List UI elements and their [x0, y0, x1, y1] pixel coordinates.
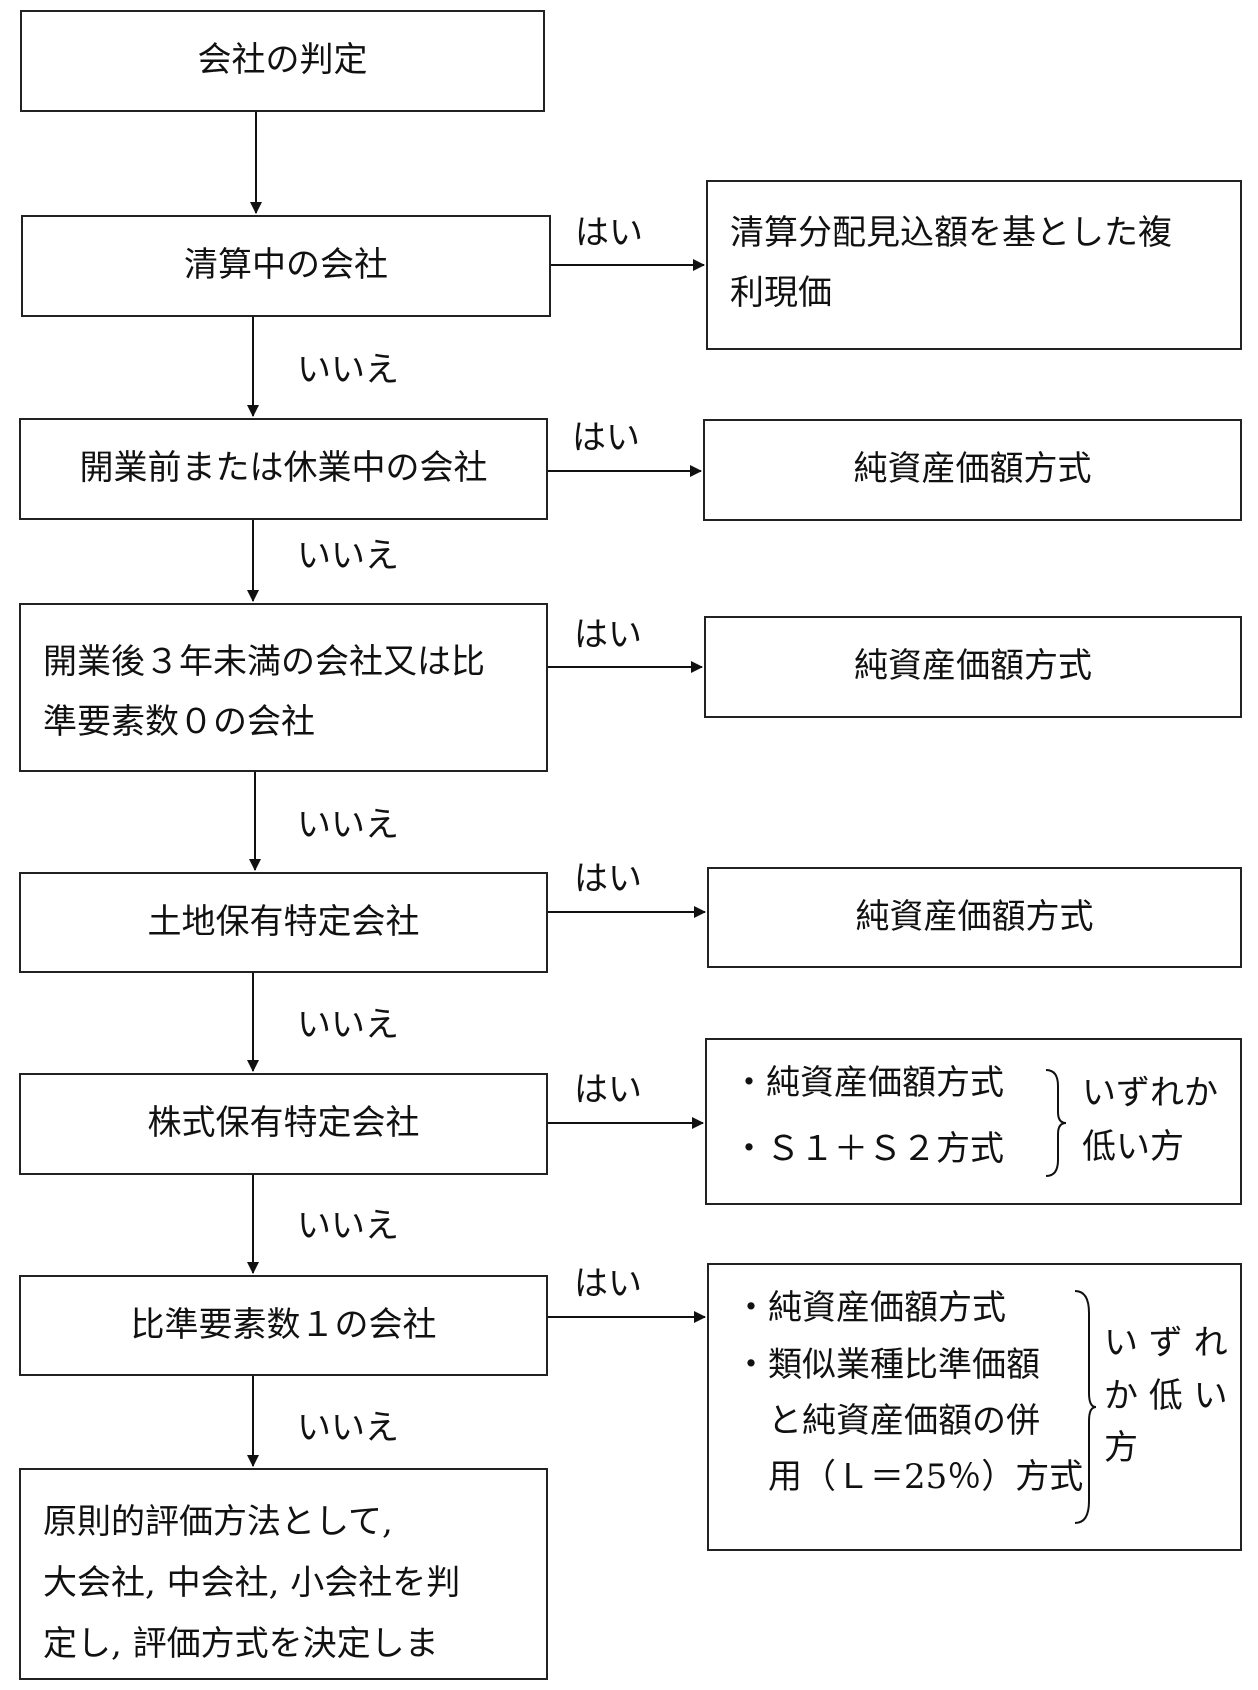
result-text: 純資産価額方式: [854, 646, 1092, 687]
step-text: 原則的評価方法として, 大会社, 中会社, 小会社を判 定し, 評価方式を決定し…: [43, 1502, 461, 1665]
result-text: 清算分配見込額を基とした複 利現価: [730, 213, 1172, 313]
step-text: 株式保有特定会社: [147, 1103, 420, 1144]
step-text: 比準要素数１の会社: [130, 1304, 437, 1345]
result-box-one-comparison-element: ・純資産価額方式 ・類似業種比準価額 と純資産価額の併 用（Ｌ＝25％）方式 い…: [707, 1263, 1242, 1551]
result-item: ・純資産価額方式: [732, 1063, 1004, 1103]
step-box-pre-opening-or-suspended: 開業前または休業中の会社: [19, 418, 548, 520]
step-box-company-determination: 会社の判定: [20, 10, 545, 112]
result-text: 純資産価額方式: [853, 449, 1092, 490]
result-note: い ず れ か 低 い 方: [1104, 1323, 1228, 1469]
step-box-land-holding: 土地保有特定会社: [19, 872, 548, 973]
no-label: いいえ: [297, 805, 399, 845]
right-brace-icon: [1074, 1290, 1097, 1524]
result-box-liquidation: 清算分配見込額を基とした複 利現価: [706, 180, 1242, 350]
result-note: いずれか 低い方: [1082, 1073, 1218, 1168]
no-label: いいえ: [297, 536, 399, 576]
right-brace-icon: [1045, 1069, 1067, 1177]
step-box-stock-holding: 株式保有特定会社: [19, 1073, 548, 1175]
yes-label: はい: [575, 213, 643, 253]
step-text: 開業前または休業中の会社: [79, 448, 488, 489]
result-item: ・純資産価額方式: [734, 1288, 1006, 1328]
yes-label: はい: [574, 859, 642, 899]
yes-label: はい: [574, 615, 642, 655]
step-text: 清算中の会社: [184, 245, 388, 286]
result-box-under-three-years: 純資産価額方式: [704, 616, 1242, 718]
result-box-land-holding: 純資産価額方式: [707, 867, 1242, 968]
result-box-pre-opening: 純資産価額方式: [703, 419, 1242, 521]
no-label: いいえ: [297, 1206, 399, 1246]
result-text: 純資産価額方式: [855, 896, 1094, 937]
no-label: いいえ: [297, 350, 399, 390]
step-box-under-three-years: 開業後３年未満の会社又は比 準要素数０の会社: [19, 603, 548, 772]
yes-label: はい: [572, 418, 640, 458]
step-box-one-comparison-element: 比準要素数１の会社: [19, 1275, 548, 1376]
result-box-stock-holding: ・純資産価額方式 ・Ｓ１＋Ｓ２方式 いずれか 低い方: [705, 1038, 1242, 1205]
yes-label: はい: [574, 1264, 642, 1304]
no-label: いいえ: [297, 1408, 399, 1448]
step-text: 開業後３年未満の会社又は比 準要素数０の会社: [43, 642, 485, 742]
step-text: 会社の判定: [197, 40, 368, 81]
result-item: ・Ｓ１＋Ｓ２方式: [732, 1129, 1004, 1169]
no-label: いいえ: [297, 1005, 399, 1045]
step-text: 土地保有特定会社: [147, 901, 420, 942]
yes-label: はい: [574, 1070, 642, 1110]
step-box-principle-evaluation: 原則的評価方法として, 大会社, 中会社, 小会社を判 定し, 評価方式を決定し…: [19, 1468, 548, 1680]
result-item: ・類似業種比準価額 と純資産価額の併 用（Ｌ＝25％）方式: [734, 1345, 1084, 1498]
step-box-liquidation: 清算中の会社: [21, 215, 551, 317]
